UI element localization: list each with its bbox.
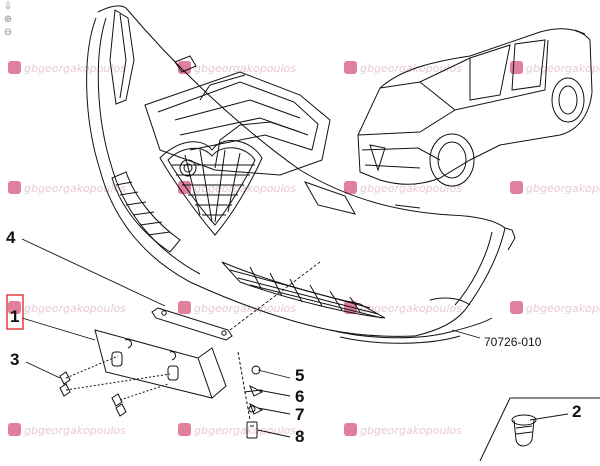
watermark-text: gbgeorgakopoulos (194, 302, 296, 315)
watermark-text: gbgeorgakopoulos (24, 424, 126, 437)
watermark-tile: gbgeorgakopoulos (178, 301, 296, 315)
watermark-tile: gbgeorgakopoulos (510, 181, 600, 195)
watermark-tile: gbgeorgakopoulos (8, 423, 126, 437)
watermark-tile: gbgeorgakopoulos (8, 181, 126, 195)
watermark-text: gbgeorgakopoulos (360, 424, 462, 437)
watermark-tile: gbgeorgakopoulos (344, 61, 462, 75)
zoom-in-icon[interactable]: ⊕ (3, 14, 13, 25)
watermark-logo-icon (510, 61, 523, 74)
watermark-tile: gbgeorgakopoulos (510, 301, 600, 315)
watermark-text: gbgeorgakopoulos (526, 62, 600, 75)
watermark-text: gbgeorgakopoulos (24, 62, 126, 75)
watermark-logo-icon (510, 301, 523, 314)
watermark-logo-icon (344, 61, 357, 74)
watermark-logo-icon (8, 423, 21, 436)
watermark-tile: gbgeorgakopoulos (510, 61, 600, 75)
callout-4[interactable]: 4 (6, 228, 16, 247)
watermark-logo-icon (8, 61, 21, 74)
callout-3[interactable]: 3 (10, 350, 19, 369)
zoom-out-icon[interactable]: ⊖ (3, 27, 13, 38)
watermark-logo-icon (510, 181, 523, 194)
watermark-logo-icon (344, 181, 357, 194)
watermark-text: gbgeorgakopoulos (24, 182, 126, 195)
callout-5[interactable]: 5 (295, 366, 304, 385)
watermark-text: gbgeorgakopoulos (526, 182, 600, 195)
car-overview-drawing (357, 28, 593, 187)
watermark-tile: gbgeorgakopoulos (344, 423, 462, 437)
watermark-text: gbgeorgakopoulos (526, 302, 600, 315)
leader-lines (21, 238, 569, 438)
watermark-tile: gbgeorgakopoulos (8, 301, 126, 315)
watermark-logo-icon (344, 423, 357, 436)
front-bumper-drawing (86, 5, 516, 344)
watermark-text: gbgeorgakopoulos (360, 182, 462, 195)
watermark-tile: gbgeorgakopoulos (8, 61, 126, 75)
part-number-label: 70726-010 (484, 335, 542, 349)
callout-8[interactable]: 8 (295, 427, 304, 446)
watermark-text: gbgeorgakopoulos (194, 62, 296, 75)
callout-6[interactable]: 6 (295, 387, 304, 406)
callout-7[interactable]: 7 (295, 405, 304, 424)
watermark-logo-icon (8, 301, 21, 314)
watermark-text: gbgeorgakopoulos (24, 302, 126, 315)
watermark-text: gbgeorgakopoulos (194, 182, 296, 195)
watermark-logo-icon (178, 301, 191, 314)
watermark-text: gbgeorgakopoulos (194, 424, 296, 437)
highlight-box (6, 294, 24, 330)
exploded-parts (59, 307, 600, 462)
download-icon[interactable]: ⇩ (3, 1, 13, 12)
watermark-tile: gbgeorgakopoulos (178, 423, 296, 437)
callout-labels: 4 1 3 5 6 7 8 2 70726-010 (6, 228, 581, 446)
watermark-text: gbgeorgakopoulos (360, 302, 462, 315)
watermark-tile: gbgeorgakopoulos (344, 181, 462, 195)
callout-1[interactable]: 1 (10, 307, 19, 326)
watermark-logo-icon (8, 181, 21, 194)
watermark-logo-icon (178, 423, 191, 436)
watermark-text: gbgeorgakopoulos (360, 62, 462, 75)
callout-2[interactable]: 2 (572, 402, 581, 421)
